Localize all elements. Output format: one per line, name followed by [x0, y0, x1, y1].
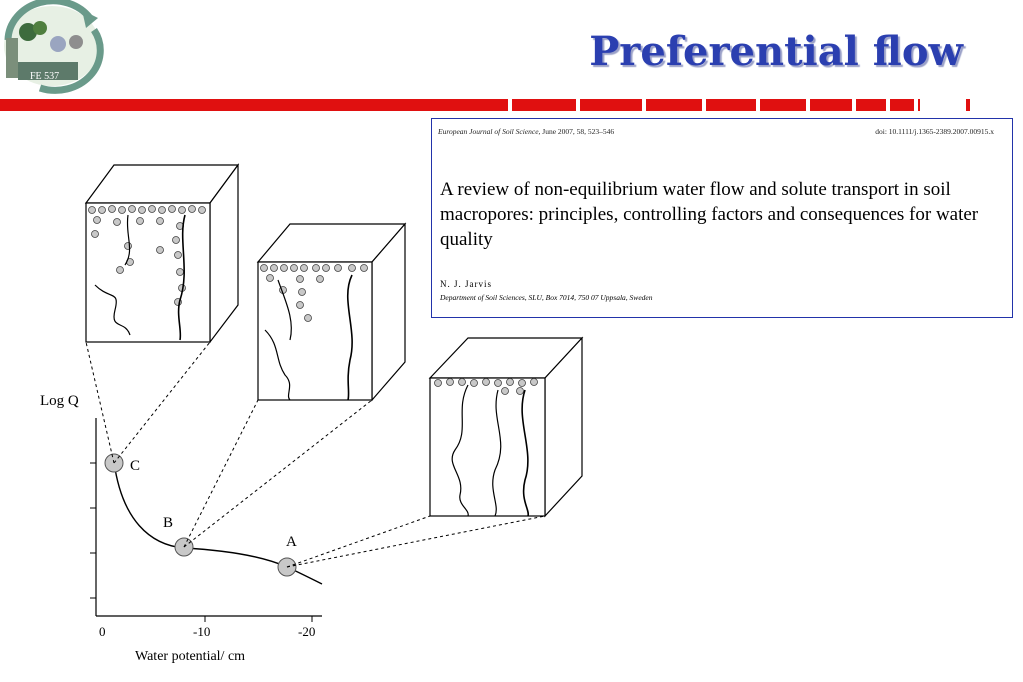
- soil-block-b: [256, 222, 407, 402]
- label-b: B: [163, 515, 173, 531]
- title-underline: [0, 99, 920, 111]
- paper-citation-card: European Journal of Soil Science, June 2…: [431, 118, 1013, 318]
- journal-issue: June 2007, 58, 523–546: [542, 127, 615, 136]
- paper-header: European Journal of Soil Science, June 2…: [438, 127, 1006, 136]
- journal-name: European Journal of Soil Science,: [438, 127, 541, 136]
- paper-author: N. J. Jarvis: [440, 279, 492, 289]
- label-a: A: [286, 534, 297, 550]
- paper-doi: doi: 10.1111/j.1365-2389.2007.00915.x: [875, 127, 994, 136]
- paper-title: A review of non-equilibrium water flow a…: [440, 179, 979, 250]
- x-axis-label: Water potential/ cm: [135, 649, 245, 664]
- slide-title: Preferential flow: [589, 28, 963, 75]
- paper-affiliation: Department of Soil Sciences, SLU, Box 70…: [440, 293, 653, 302]
- flow-diagram: Log Q 0 -10 -20 Water potential/ cm C B …: [40, 163, 584, 664]
- x-tick-0: 0: [99, 624, 106, 639]
- x-tick-10: -10: [193, 624, 210, 639]
- underline-gaps: [508, 99, 1023, 111]
- label-c: C: [130, 458, 140, 474]
- logo-text: FE 537: [30, 71, 59, 82]
- course-logo: FE 537: [4, 0, 104, 94]
- soil-block-a: [428, 336, 584, 518]
- x-tick-20: -20: [298, 624, 315, 639]
- soil-block-c: [84, 163, 240, 344]
- flow-curve: [113, 461, 323, 585]
- y-axis-label: Log Q: [40, 393, 79, 409]
